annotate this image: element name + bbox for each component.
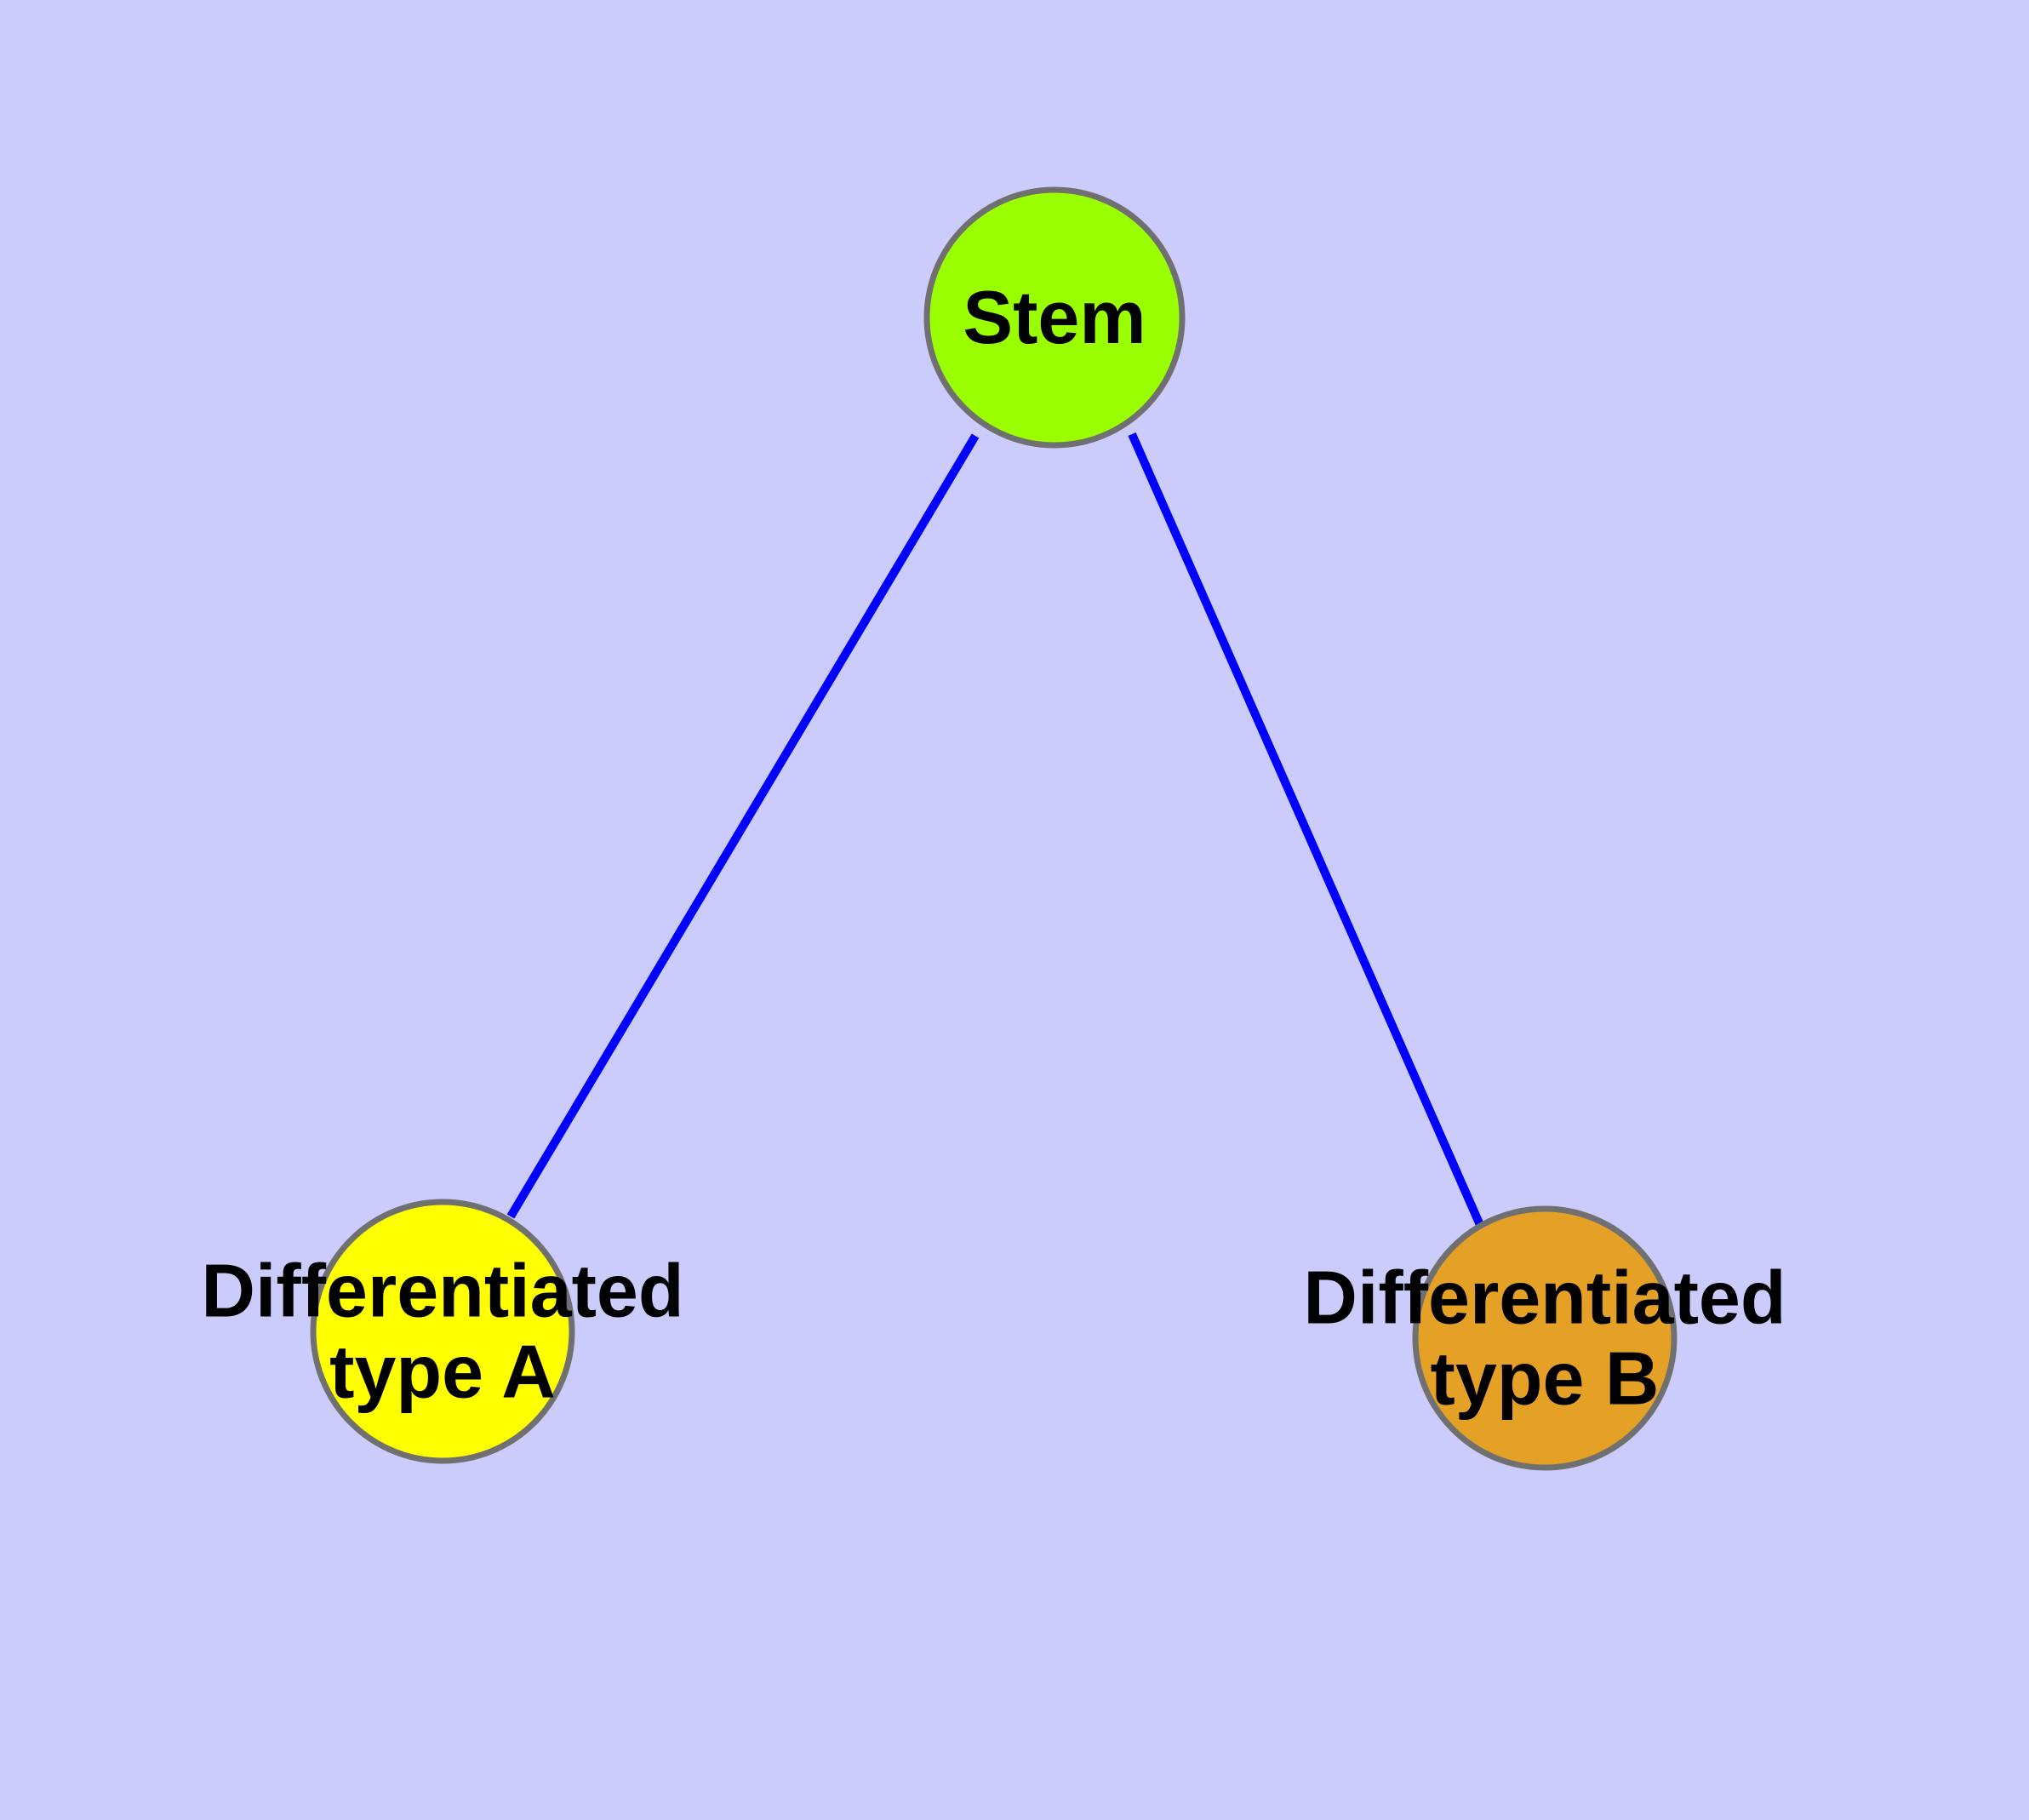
node-label-line: type B [1431,1336,1660,1420]
node-label-line: Differentiated [201,1248,683,1332]
node-stem[interactable] [923,186,1186,449]
edge-stem-to-differentiated-type-b[interactable] [1128,432,1484,1228]
node-layer [310,186,1677,1471]
node-differentiated-type-b[interactable] [1412,1205,1677,1471]
edge-layer [506,432,1484,1228]
edge-stem-to-differentiated-type-a[interactable] [506,433,980,1219]
node-label-line: Stem [963,275,1146,359]
node-differentiated-type-a[interactable] [310,1199,575,1464]
node-label-line: Differentiated [1303,1255,1786,1339]
node-label-stem: Stem [963,275,1146,359]
node-label-line: type A [329,1329,556,1413]
